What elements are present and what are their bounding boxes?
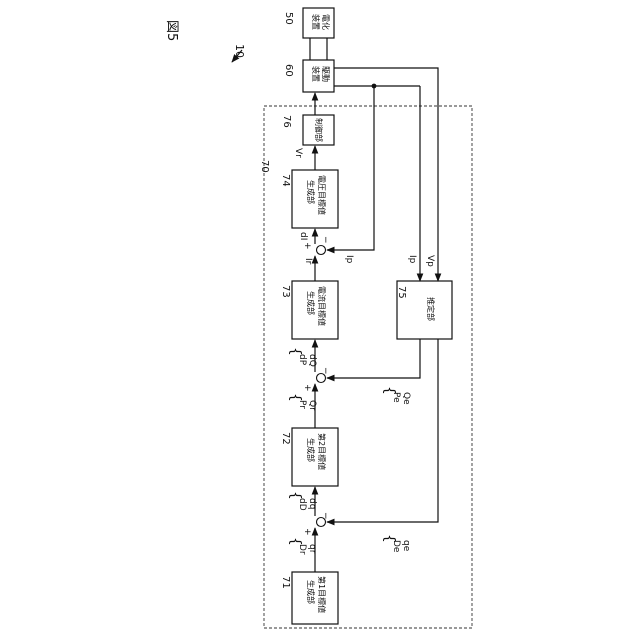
sign-plus-sum2: +: [302, 384, 312, 392]
vp-to-estimator: [334, 68, 438, 281]
label-vr: Vr: [293, 148, 303, 158]
block-72-text-2: 生成部: [306, 438, 316, 462]
block-73-ref: 73: [280, 285, 291, 298]
label-qe-lower: qe: [401, 540, 411, 552]
sign-minus-sum1: −: [320, 512, 330, 520]
block-60-ref: 60: [283, 64, 294, 77]
block-74-text-1: 電圧目標値: [317, 175, 327, 215]
label-pr: Pr: [297, 400, 307, 409]
label-dr: Dr: [297, 544, 307, 555]
label-dq-upper: dQ: [307, 354, 317, 367]
label-ip-feedback: Ip: [344, 255, 354, 264]
label-di: dI: [298, 232, 308, 240]
block-71-text-2: 生成部: [306, 580, 316, 604]
label-ir: Ir: [303, 258, 313, 265]
label-vp: Vp: [425, 255, 435, 267]
block-75-ref: 75: [396, 286, 407, 299]
block-71-text-1: 第1目標値: [317, 576, 327, 613]
label-dd: dD: [297, 498, 307, 511]
controller-ref: 70: [259, 160, 270, 173]
sign-minus-sum3: −: [320, 236, 330, 244]
block-50-text-1: 電化: [321, 14, 331, 30]
label-de: De: [391, 540, 401, 553]
block-60-text-2: 装置: [311, 66, 321, 82]
block-73-text-1: 電流目標値: [317, 286, 327, 326]
label-qr: Qr: [307, 400, 317, 411]
sign-plus-sum3: +: [302, 242, 312, 250]
block-74-ref: 74: [280, 174, 291, 187]
block-50-ref: 50: [283, 12, 294, 25]
label-pe: Pe: [391, 392, 401, 403]
sum-junction-power: [317, 374, 326, 383]
sign-minus-sum2: −: [320, 367, 330, 375]
block-76-text: 制御部: [314, 118, 324, 142]
label-qe: Qe: [401, 392, 411, 405]
block-75-text: 推定部: [426, 297, 436, 321]
label-ip: Ip: [407, 255, 417, 264]
block-76-ref: 76: [281, 115, 292, 128]
block-72-ref: 72: [280, 432, 291, 445]
label-dp: dP: [297, 354, 307, 366]
label-qr-lower: qr: [307, 544, 317, 554]
label-dq-lower: dq: [307, 498, 317, 509]
figure-label: 図5: [164, 20, 179, 41]
pe-qe-feedback-to-sum2: [327, 339, 420, 378]
block-72-text-1: 第2目標値: [317, 433, 327, 470]
block-73-text-2: 生成部: [306, 291, 316, 315]
sign-plus-sum1: +: [302, 528, 312, 536]
block-60-text-1: 駆動: [321, 66, 330, 82]
block-71-ref: 71: [280, 576, 291, 589]
block-74-text-2: 生成部: [306, 180, 316, 204]
sum-junction-current: [317, 246, 326, 255]
de-qe-feedback-to-sum1: [327, 339, 438, 522]
block-50-text-2: 装置: [311, 14, 321, 30]
system-ref: 10: [233, 44, 246, 58]
